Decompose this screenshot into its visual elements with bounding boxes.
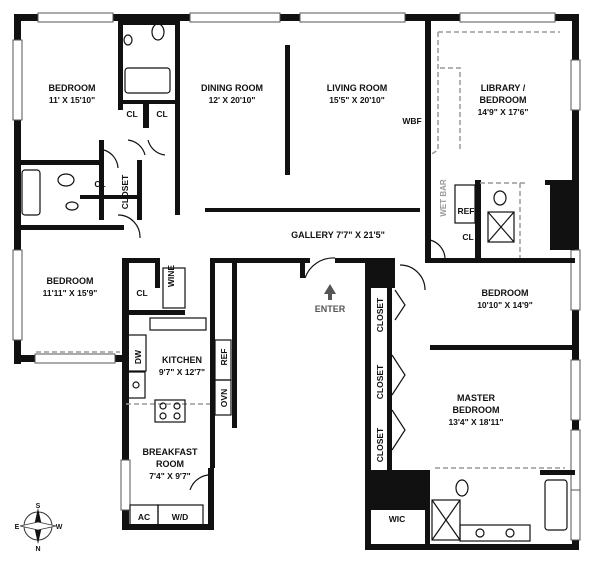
dining-dims: 12' X 20'10" [209,95,256,105]
kitchen-name: KITCHEN [162,355,202,365]
compass-w: W [56,524,63,531]
wbf-label: WBF [402,116,421,126]
ref-label-kitchen: REF [219,349,229,366]
bedroom3-dims: 10'10" X 14'9" [477,300,533,310]
ovn-label: OVN [219,389,229,407]
cl-label-3: CL [94,179,105,189]
living-dims: 15'5" X 20'10" [329,95,385,105]
wd-label: W/D [172,512,189,522]
wine-label: WINE [166,265,176,288]
library-dims: 14'9" X 17'6" [478,107,529,117]
compass-e: E [15,524,20,531]
ref-label-library: REF [458,206,475,216]
breakfast-dims: 7'4" X 9'7" [149,471,190,481]
cl-label-1: CL [126,109,137,119]
ac-label: AC [138,512,150,522]
wic-label: WIC [389,514,406,524]
master-dims: 13'4" X 18'11" [448,417,503,427]
closet-label-3: CLOSET [375,364,385,399]
dw-label: DW [133,349,143,364]
cl-label-5: CL [136,288,147,298]
library-name-2: BEDROOM [480,95,527,105]
interior-walls [14,20,575,550]
doors [103,139,446,491]
master-name-2: BEDROOM [453,405,500,415]
compass-n: N [35,546,40,553]
living-name: LIVING ROOM [327,83,388,93]
bedroom1-name: BEDROOM [49,83,96,93]
bedroom3-name: BEDROOM [482,288,529,298]
enter-label: ENTER [315,304,346,314]
bedroom2-dims: 11'11" X 15'9" [43,288,98,298]
bedroom1-dims: 11' X 15'10" [49,95,95,105]
compass-icon [19,508,57,544]
cl-label-6: CL [374,270,385,280]
breakfast-name-1: BREAKFAST [142,447,198,457]
bedroom2-name: BEDROOM [47,276,94,286]
kitchen-dims: 9'7" X 12'7" [159,367,205,377]
windows [12,12,581,541]
breakfast-name-2: ROOM [156,459,184,469]
closet-label-2: CLOSET [375,297,385,332]
dashed-lines [36,31,565,469]
wet-bar-label: WET BAR [439,179,448,217]
cl-label-2: CL [156,109,167,119]
cl-label-4: CL [462,232,473,242]
library-name-1: LIBRARY / [481,83,526,93]
dining-name: DINING ROOM [201,83,263,93]
master-name-1: MASTER [457,393,496,403]
closet-label-4: CLOSET [375,427,385,462]
compass-s: S [36,503,41,510]
gallery-name: GALLERY 7'7" X 21'5" [291,230,385,240]
enter-arrow-icon [324,284,336,300]
closet-label-1: CLOSET [120,174,130,209]
fixtures [21,23,569,542]
